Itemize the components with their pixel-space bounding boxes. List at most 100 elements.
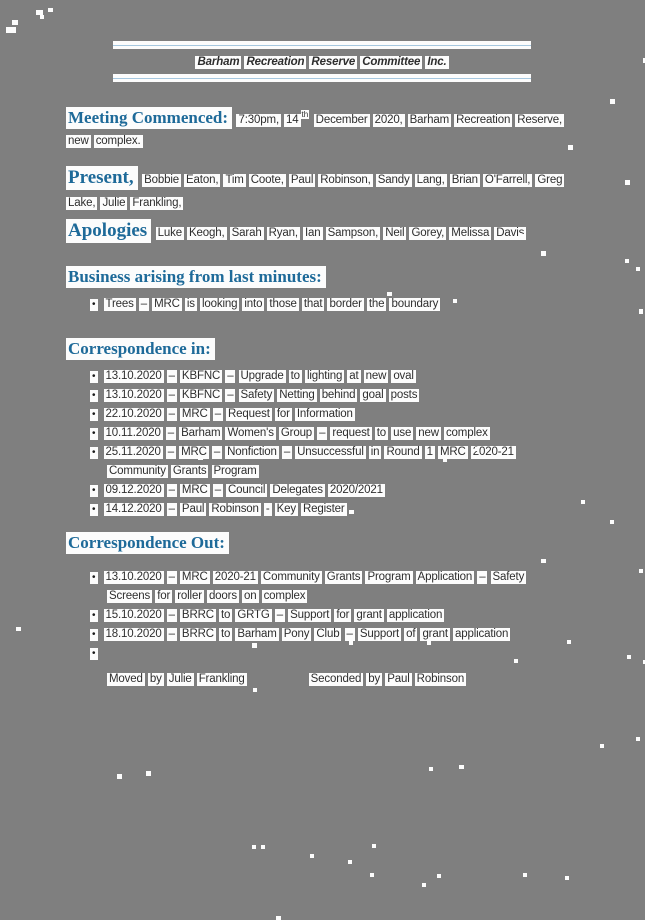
scan-artifact <box>541 251 546 256</box>
bullet-icon <box>90 648 98 661</box>
scan-artifact <box>12 20 18 25</box>
scan-artifact <box>453 299 457 303</box>
list-item: 22.10.2020 – MRC – Request for Informati… <box>90 404 569 423</box>
list-item-text: Trees – MRC is looking into those that b… <box>103 298 441 312</box>
list-item: 13.10.2020 – KBFNC – Upgrade to lighting… <box>90 366 569 385</box>
scan-artifact <box>372 844 376 848</box>
scan-artifact <box>348 860 352 864</box>
scan-artifact <box>514 659 518 663</box>
correspondence-in-list: 13.10.2020 – KBFNC – Upgrade to lighting… <box>66 366 569 518</box>
list-item-text: 10.11.2020 – Barham Women's Group – requ… <box>103 427 490 441</box>
scan-artifact <box>117 774 122 779</box>
apologies-names: Luke Keogh, Sarah Ryan, Ian Sampson, Nei… <box>155 227 527 241</box>
scan-artifact <box>253 688 257 692</box>
list-item: 13.10.2020 – KBFNC – Safety Netting behi… <box>90 385 569 404</box>
list-item-text: 22.10.2020 – MRC – Request for Informati… <box>103 408 355 422</box>
list-item: 10.11.2020 – Barham Women's Group – requ… <box>90 423 569 442</box>
list-item-text: 25.11.2020 – MRC – Nonfiction – Unsucces… <box>103 446 516 479</box>
scan-artifact <box>625 180 630 185</box>
scan-artifact <box>639 569 643 573</box>
present-names: Bobbie Eaton, Tim Coote, Paul Robinson, … <box>66 174 565 211</box>
scan-artifact <box>429 767 433 771</box>
scan-artifact <box>636 737 640 741</box>
business-arising-heading: Business arising from last minutes: <box>66 266 569 289</box>
scan-artifact <box>252 643 257 648</box>
apologies-paragraph: Apologies Luke Keogh, Sarah Ryan, Ian Sa… <box>66 219 569 244</box>
seconded-by-text: Seconded by Paul Robinson <box>308 673 467 687</box>
scan-artifact <box>600 744 604 748</box>
meeting-commenced-label: Meeting Commenced: <box>66 107 233 130</box>
scan-artifact <box>427 641 431 645</box>
scan-artifact <box>252 845 256 849</box>
scan-artifact <box>349 641 353 645</box>
list-item-text: 13.10.2020 – KBFNC – Upgrade to lighting… <box>103 370 416 384</box>
scan-artifact <box>627 655 631 659</box>
list-item: Trees – MRC is looking into those that b… <box>90 294 569 313</box>
scan-artifact <box>16 627 21 631</box>
list-item-text: 18.10.2020 – BRRC to Barham Pony Club – … <box>103 628 511 642</box>
scan-artifact <box>387 292 392 296</box>
scan-artifact <box>581 500 585 504</box>
scan-artifact <box>610 99 615 104</box>
bullet-icon <box>90 390 98 403</box>
scan-artifact <box>48 8 53 12</box>
scan-artifact <box>625 259 629 263</box>
list-item-text: 14.12.2020 – Paul Robinson - Key Registe… <box>103 503 347 517</box>
present-paragraph: Present, Bobbie Eaton, Tim Coote, Paul R… <box>66 166 569 214</box>
list-item: 18.10.2020 – BRRC to Barham Pony Club – … <box>90 624 569 643</box>
meeting-time: 7:30pm, 14 <box>236 114 301 128</box>
present-label: Present, <box>66 166 138 191</box>
bullet-icon <box>90 299 98 312</box>
business-arising-section: Business arising from last minutes: Tree… <box>66 266 569 313</box>
list-item: 14.12.2020 – Paul Robinson - Key Registe… <box>90 499 569 518</box>
scan-artifact <box>541 559 546 563</box>
scan-artifact <box>40 15 44 19</box>
rule-line <box>113 44 531 46</box>
bullet-icon <box>90 428 98 441</box>
bullet-icon <box>90 504 98 517</box>
scan-artifact <box>567 640 571 644</box>
apologies-label: Apologies <box>66 219 152 244</box>
meeting-details: December 2020, Barham Recreation Reserve… <box>66 114 565 149</box>
scan-artifact <box>310 854 314 858</box>
list-item-text: 13.10.2020 – MRC 2020-21 Community Grant… <box>103 571 527 604</box>
scan-artifact <box>276 916 281 920</box>
correspondence-in-label: Correspondence in: <box>66 338 215 361</box>
correspondence-in-heading: Correspondence in: <box>66 338 569 361</box>
scan-artifact <box>370 873 374 877</box>
title-row: Barham Recreation Reserve Committee Inc. <box>113 49 531 74</box>
scan-artifact <box>198 455 203 460</box>
list-item: 25.11.2020 – MRC – Nonfiction – Unsucces… <box>90 442 569 480</box>
scan-artifact <box>349 510 354 514</box>
scan-artifact <box>475 447 479 451</box>
page-content: Barham Recreation Reserve Committee Inc.… <box>0 0 645 688</box>
bullet-icon <box>90 447 98 460</box>
scan-artifact <box>568 145 573 150</box>
title-bottom-rule <box>113 74 531 82</box>
correspondence-out-label: Correspondence Out: <box>66 532 229 555</box>
list-item: 15.10.2020 – BRRC to GRTG – Support for … <box>90 605 569 624</box>
list-item-text: 13.10.2020 – KBFNC – Safety Netting behi… <box>103 389 420 403</box>
scan-artifact <box>643 660 645 664</box>
scan-artifact <box>146 771 151 776</box>
scan-artifact <box>6 27 16 33</box>
list-item-text: 15.10.2020 – BRRC to GRTG – Support for … <box>103 609 445 623</box>
list-item-empty <box>90 643 569 662</box>
bullet-icon <box>90 485 98 498</box>
bullet-icon <box>90 409 98 422</box>
title-top-rule <box>113 41 531 49</box>
scan-artifact <box>261 845 265 849</box>
scan-artifact <box>639 309 643 314</box>
scan-artifact <box>523 873 527 877</box>
business-arising-list: Trees – MRC is looking into those that b… <box>66 294 569 313</box>
scan-artifact <box>519 234 524 238</box>
list-item-text: 09.12.2020 – MRC – Council Delegates 202… <box>103 484 385 498</box>
list-item: 09.12.2020 – MRC – Council Delegates 202… <box>90 480 569 499</box>
bullet-icon <box>90 610 98 623</box>
scan-artifact <box>36 10 43 15</box>
scan-artifact <box>643 58 645 63</box>
scan-artifact <box>636 267 640 271</box>
